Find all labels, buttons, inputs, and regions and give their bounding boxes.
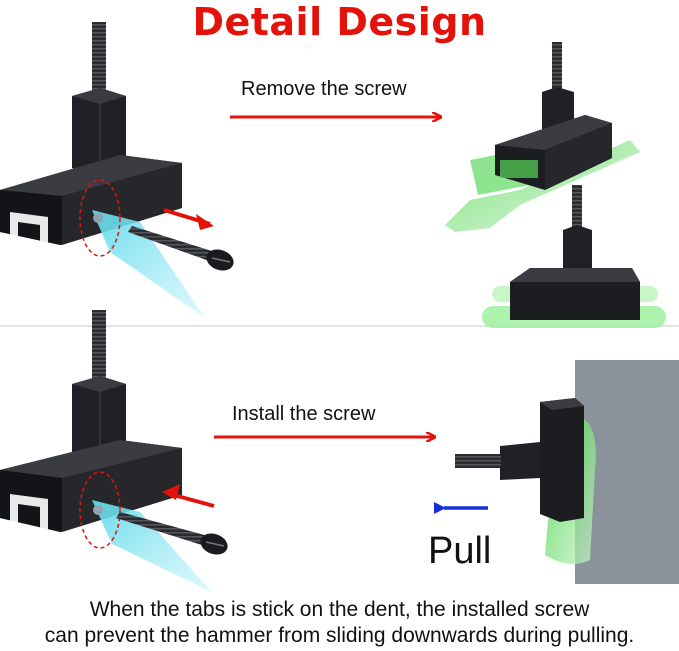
bracket-icon (495, 115, 612, 190)
remove-step-label: Remove the screw (241, 78, 407, 100)
pull-label: Pull (428, 530, 492, 572)
screw-hole (93, 213, 103, 223)
bracket-icon (500, 398, 584, 522)
install-step-label: Install the screw (232, 403, 376, 425)
screw-icon (116, 512, 228, 555)
bracket-icon (510, 268, 640, 320)
bolt-icon (455, 454, 501, 468)
caption-line-2: can prevent the hammer from sliding down… (44, 624, 635, 647)
highlight-beam (92, 500, 212, 592)
caption-line-1: When the tabs is stick on the dent, the … (89, 598, 590, 621)
install-direction-arrow (169, 492, 215, 508)
bracket-icon (0, 22, 182, 248)
focus-circle (79, 179, 121, 257)
screw-icon (128, 226, 234, 271)
focus-circle (79, 471, 121, 549)
highlight-beam (92, 210, 205, 318)
bracket-icon (0, 310, 182, 532)
screw-hole (93, 505, 103, 515)
page-title: Detail Design (192, 0, 487, 44)
